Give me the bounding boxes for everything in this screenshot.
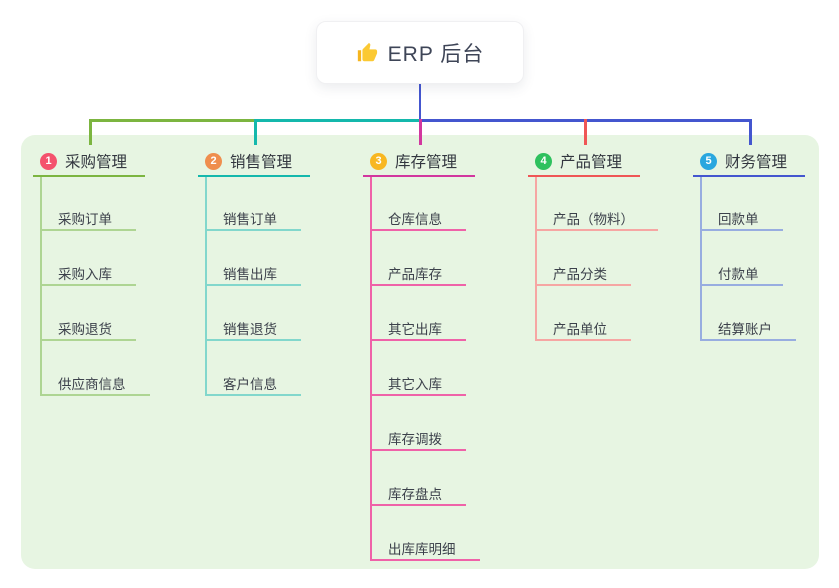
child-node[interactable]: 销售订单 [205, 201, 301, 231]
child-node-label: 采购入库 [58, 267, 112, 282]
branch-header[interactable]: 5 财务管理 [693, 147, 805, 177]
child-node[interactable]: 产品库存 [370, 256, 466, 286]
thumbs-up-icon [356, 42, 378, 64]
child-node-label: 销售退货 [223, 322, 277, 337]
child-node[interactable]: 供应商信息 [40, 366, 150, 396]
branch-connector-line [700, 177, 702, 341]
child-node[interactable]: 其它出库 [370, 311, 466, 341]
child-node-label: 客户信息 [223, 377, 277, 392]
branch-title: 财务管理 [725, 154, 788, 171]
branch-title: 库存管理 [395, 154, 458, 171]
connector-drop [418, 83, 421, 121]
child-node-label: 库存调拨 [388, 432, 442, 447]
branch-title: 采购管理 [65, 154, 128, 171]
child-node-label: 库存盘点 [388, 487, 442, 502]
child-node-label: 供应商信息 [58, 377, 126, 392]
root-node[interactable]: ERP 后台 [316, 21, 524, 84]
child-node[interactable]: 采购订单 [40, 201, 136, 231]
child-node[interactable]: 库存调拨 [370, 421, 466, 451]
connector-segment [89, 119, 256, 122]
child-node[interactable]: 库存盘点 [370, 476, 466, 506]
child-node[interactable]: 产品单位 [535, 311, 631, 341]
child-node[interactable]: 出库库明细 [370, 531, 480, 561]
child-node-label: 产品单位 [553, 322, 607, 337]
connector-drop [254, 119, 257, 145]
child-node[interactable]: 结算账户 [700, 311, 796, 341]
connector-segment [254, 119, 421, 122]
branch-title: 销售管理 [230, 154, 293, 171]
branch-number-badge: 1 [40, 152, 57, 170]
branch-header[interactable]: 4 产品管理 [528, 147, 640, 177]
branches-panel [21, 135, 819, 569]
child-node[interactable]: 产品（物料） [535, 201, 658, 231]
child-node-label: 其它入库 [388, 377, 442, 392]
connector-drop [749, 119, 752, 145]
child-node-label: 产品（物料） [553, 212, 634, 227]
child-node-label: 结算账户 [718, 322, 772, 337]
child-node-label: 回款单 [718, 212, 759, 227]
child-node-label: 产品库存 [388, 267, 442, 282]
child-node[interactable]: 客户信息 [205, 366, 301, 396]
child-node-label: 其它出库 [388, 322, 442, 337]
branch-number-badge: 5 [700, 152, 717, 170]
child-node[interactable]: 销售退货 [205, 311, 301, 341]
connector-drop [89, 119, 92, 145]
branch-number-badge: 4 [535, 152, 552, 170]
branch-header[interactable]: 3 库存管理 [363, 147, 475, 177]
root-node-label: ERP 后台 [387, 42, 485, 66]
child-node-label: 销售订单 [223, 212, 277, 227]
branch-number-badge: 2 [205, 152, 222, 170]
child-node-label: 仓库信息 [388, 212, 442, 227]
child-node[interactable]: 其它入库 [370, 366, 466, 396]
branch-connector-line [535, 177, 537, 341]
child-node-label: 采购订单 [58, 212, 112, 227]
child-node[interactable]: 仓库信息 [370, 201, 466, 231]
connector-drop [419, 119, 422, 145]
branch-connector-line [40, 177, 42, 396]
child-node[interactable]: 销售出库 [205, 256, 301, 286]
connector-drop [584, 119, 587, 145]
branch-connector-line [205, 177, 207, 396]
child-node[interactable]: 付款单 [700, 256, 783, 286]
child-node[interactable]: 产品分类 [535, 256, 631, 286]
branch-title: 产品管理 [560, 154, 623, 171]
child-node-label: 出库库明细 [388, 542, 456, 557]
branch-header[interactable]: 1 采购管理 [33, 147, 145, 177]
child-node[interactable]: 采购退货 [40, 311, 136, 341]
branch-connector-line [370, 177, 372, 561]
branch-header[interactable]: 2 销售管理 [198, 147, 310, 177]
branch-number-badge: 3 [370, 152, 387, 170]
child-node-label: 销售出库 [223, 267, 277, 282]
child-node-label: 产品分类 [553, 267, 607, 282]
child-node[interactable]: 采购入库 [40, 256, 136, 286]
child-node-label: 付款单 [718, 267, 759, 282]
child-node-label: 采购退货 [58, 322, 112, 337]
child-node[interactable]: 回款单 [700, 201, 783, 231]
